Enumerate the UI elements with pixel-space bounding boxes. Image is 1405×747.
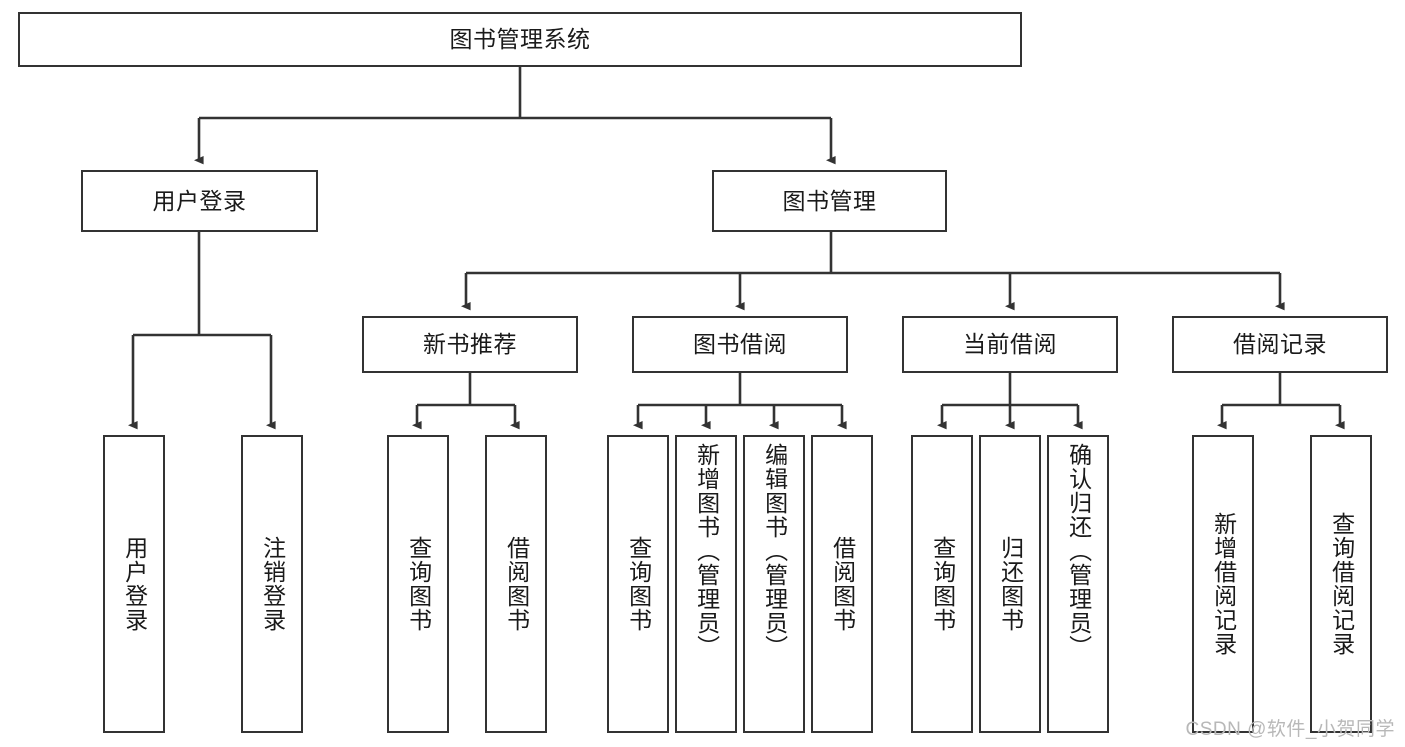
node-root-label: 图书管理系统 bbox=[449, 26, 591, 53]
node-leaf-label: 归还图书 bbox=[997, 536, 1024, 632]
node-leaf-borrow-record-query[interactable]: 查询借阅记录 bbox=[1310, 435, 1372, 733]
node-leaf-current-borrow-return[interactable]: 归还图书 bbox=[979, 435, 1041, 733]
node-leaf-borrow-record-add[interactable]: 新增借阅记录 bbox=[1192, 435, 1254, 733]
node-book-manage[interactable]: 图书管理 bbox=[712, 170, 947, 232]
node-book-borrow-label: 图书借阅 bbox=[693, 331, 787, 358]
node-new-book-recommend-label: 新书推荐 bbox=[423, 331, 517, 358]
node-current-borrow[interactable]: 当前借阅 bbox=[902, 316, 1118, 373]
node-leaf-label: 注销登录 bbox=[259, 536, 286, 632]
node-leaf-user-login-logout[interactable]: 注销登录 bbox=[241, 435, 303, 733]
node-leaf-label: 用户登录 bbox=[121, 536, 148, 632]
node-leaf-label: 查询图书 bbox=[929, 536, 956, 632]
node-leaf-book-borrow-query[interactable]: 查询图书 bbox=[607, 435, 669, 733]
node-leaf-label: 确认归还（管理员） bbox=[1065, 443, 1092, 659]
node-current-borrow-label: 当前借阅 bbox=[963, 331, 1057, 358]
node-user-login-label: 用户登录 bbox=[152, 187, 247, 214]
node-leaf-label: 查询借阅记录 bbox=[1328, 512, 1355, 656]
node-leaf-book-borrow-edit[interactable]: 编辑图书（管理员） bbox=[743, 435, 805, 733]
node-leaf-label: 查询图书 bbox=[405, 536, 432, 632]
watermark-text: CSDN @软件_小贺同学 bbox=[1185, 719, 1395, 740]
node-leaf-label: 新增图书（管理员） bbox=[693, 443, 720, 659]
node-leaf-new-book-query[interactable]: 查询图书 bbox=[387, 435, 449, 733]
node-leaf-new-book-borrow[interactable]: 借阅图书 bbox=[485, 435, 547, 733]
node-leaf-book-borrow-add[interactable]: 新增图书（管理员） bbox=[675, 435, 737, 733]
node-book-borrow[interactable]: 图书借阅 bbox=[632, 316, 848, 373]
node-leaf-label: 查询图书 bbox=[625, 536, 652, 632]
node-borrow-record-label: 借阅记录 bbox=[1233, 331, 1327, 358]
node-book-manage-label: 图书管理 bbox=[782, 187, 877, 214]
node-root[interactable]: 图书管理系统 bbox=[18, 12, 1022, 67]
node-leaf-current-borrow-query[interactable]: 查询图书 bbox=[911, 435, 973, 733]
node-leaf-book-borrow-borrow[interactable]: 借阅图书 bbox=[811, 435, 873, 733]
node-user-login[interactable]: 用户登录 bbox=[81, 170, 318, 232]
node-leaf-current-borrow-confirm[interactable]: 确认归还（管理员） bbox=[1047, 435, 1109, 733]
node-leaf-label: 借阅图书 bbox=[829, 536, 856, 632]
node-new-book-recommend[interactable]: 新书推荐 bbox=[362, 316, 578, 373]
node-leaf-user-login-login[interactable]: 用户登录 bbox=[103, 435, 165, 733]
node-leaf-label: 新增借阅记录 bbox=[1210, 512, 1237, 656]
node-leaf-label: 编辑图书（管理员） bbox=[761, 443, 788, 659]
node-borrow-record[interactable]: 借阅记录 bbox=[1172, 316, 1388, 373]
node-leaf-label: 借阅图书 bbox=[503, 536, 530, 632]
